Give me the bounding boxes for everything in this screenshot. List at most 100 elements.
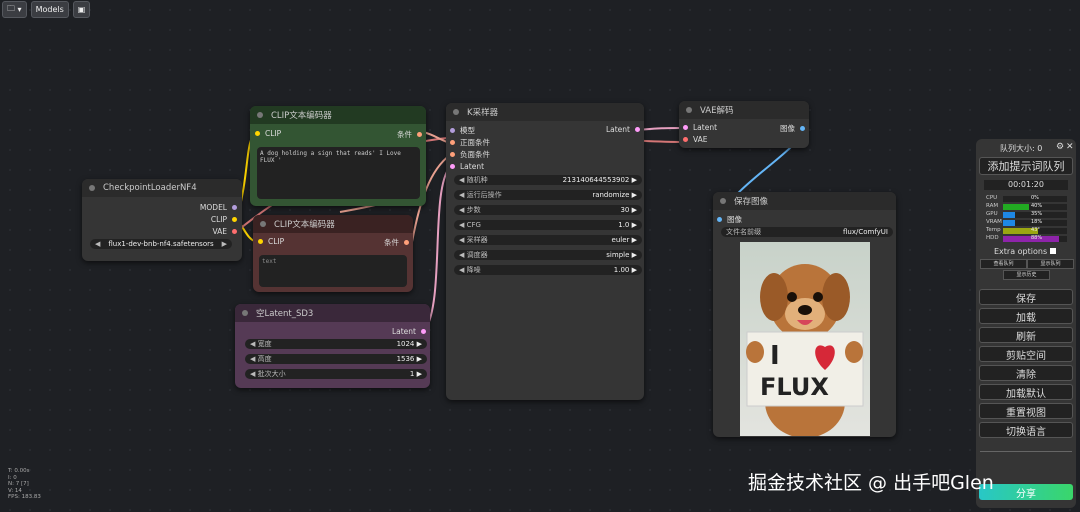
collapse-dot[interactable] (89, 185, 95, 191)
node-title: CLIP文本编码器 (274, 220, 335, 230)
node-title: 保存图像 (734, 197, 769, 207)
output-latent-label: Latent (391, 327, 416, 336)
stat-label-gpu: GPU (986, 211, 998, 217)
panel-divider (980, 451, 1072, 452)
prompt-textarea[interactable]: text (259, 255, 407, 287)
models-button[interactable]: Models (30, 1, 69, 18)
output-latent-pin[interactable] (421, 329, 426, 334)
refresh-button[interactable]: 刷新 (979, 327, 1073, 343)
view-queue-button[interactable]: 查看队列 (980, 259, 1027, 269)
render-stats: T: 0.00s I: 0 N: 7 [7] V: 14 FPS: 183.83 (8, 468, 41, 500)
output-clip-label: CLIP (210, 215, 227, 224)
stat-label-hdd: HDD (986, 235, 999, 241)
gpu-bar: 35% (1003, 211, 1067, 218)
output-image-pin[interactable] (800, 126, 805, 131)
input-negative-label: 负面条件 (460, 150, 490, 159)
folder-icon: 🗀 (7, 3, 15, 13)
extra-options-toggle[interactable]: Extra options (994, 247, 1056, 256)
output-latent-label: Latent (605, 125, 630, 134)
vram-bar: 18% (1003, 219, 1067, 226)
input-negative-pin[interactable] (450, 152, 455, 157)
input-vae-pin[interactable] (683, 137, 688, 142)
share-button[interactable]: 分享 (979, 484, 1073, 500)
input-positive-pin[interactable] (450, 140, 455, 145)
output-vae-pin[interactable] (232, 229, 237, 234)
sign-letter-i: I (770, 341, 780, 371)
output-conditioning-label: 条件 (397, 130, 412, 139)
clipspace-button[interactable]: 剪贴空间 (979, 346, 1073, 362)
checkpoint-loader-node[interactable]: CheckpointLoaderNF4 MODEL CLIP VAE ◀flux… (82, 179, 242, 261)
vae-decode-node[interactable]: VAE解码 Latent VAE 图像 (679, 101, 809, 148)
watermark-text: 掘金技术社区 @ 出手吧Glen (748, 472, 994, 494)
clear-button[interactable]: 清除 (979, 365, 1073, 381)
prompt-textarea[interactable]: A dog holding a sign that reads' I Love … (257, 147, 420, 199)
hdd-bar: 88% (1003, 235, 1067, 242)
input-clip-pin[interactable] (258, 239, 263, 244)
save-button[interactable]: 保存 (979, 289, 1073, 305)
input-latent-pin[interactable] (450, 164, 455, 169)
queue-prompt-button[interactable]: 添加提示词队列 (979, 157, 1073, 175)
output-vae-label: VAE (212, 227, 227, 236)
reset-view-button[interactable]: 重置视图 (979, 403, 1073, 419)
switch-language-button[interactable]: 切换语言 (979, 422, 1073, 438)
output-conditioning-pin[interactable] (404, 240, 409, 245)
close-icon[interactable]: ✕ (1066, 142, 1074, 152)
stat-label-temp: Temp (986, 227, 1001, 233)
output-conditioning-pin[interactable] (417, 132, 422, 137)
gear-icon[interactable]: ⚙ (1056, 142, 1065, 152)
clip-text-encode-negative-node[interactable]: CLIP文本编码器 CLIP 条件 text (253, 215, 413, 292)
load-button[interactable]: 加载 (979, 308, 1073, 324)
input-clip-pin[interactable] (255, 131, 260, 136)
input-vae-label: VAE (693, 135, 708, 144)
output-model-label: MODEL (199, 203, 227, 212)
input-samples-pin[interactable] (683, 125, 688, 130)
cpu-bar: 0% (1003, 195, 1067, 202)
floppy-icon: ▣ (77, 5, 86, 14)
input-images-pin[interactable] (717, 217, 722, 222)
queue-panel: 队列大小: 0 ⚙ ✕ 添加提示词队列 00:01:20 CPU 0% RAM … (976, 139, 1076, 508)
clip-text-encode-positive-node[interactable]: CLIP文本编码器 CLIP 条件 A dog holding a sign t… (250, 106, 426, 206)
load-default-button[interactable]: 加载默认 (979, 384, 1073, 400)
view-history-button[interactable]: 显示历史 (1003, 270, 1050, 280)
output-conditioning-label: 条件 (384, 238, 399, 247)
workflow-menu-button[interactable]: 🗀 ▾ (2, 1, 27, 18)
node-title: 空Latent_SD3 (256, 309, 314, 319)
show-queue-button[interactable]: 显示队列 (1027, 259, 1074, 269)
save-icon-button[interactable]: ▣ (72, 1, 91, 18)
node-title: K采样器 (467, 108, 499, 118)
output-latent-pin[interactable] (635, 127, 640, 132)
input-clip-label: CLIP (268, 237, 285, 246)
node-title: CLIP文本编码器 (271, 111, 332, 121)
ram-bar: 40% (1003, 203, 1067, 210)
node-title: VAE解码 (700, 106, 734, 116)
temp-bar: 43° (1003, 227, 1067, 234)
stat-label-ram: RAM (986, 203, 999, 209)
node-title: CheckpointLoaderNF4 (103, 183, 197, 193)
output-model-pin[interactable] (232, 205, 237, 210)
generated-image-preview[interactable]: I FLUX (740, 242, 870, 436)
ckpt-name-combo[interactable]: ◀flux1-dev-bnb-nf4.safetensors▶ (90, 239, 232, 249)
input-images-label: 图像 (727, 215, 742, 224)
output-image-label: 图像 (780, 124, 795, 133)
input-model-pin[interactable] (450, 128, 455, 133)
heart-icon (815, 345, 835, 370)
timer: 00:01:20 (984, 180, 1068, 190)
input-clip-label: CLIP (265, 129, 282, 138)
input-samples-label: Latent (693, 123, 718, 132)
output-clip-pin[interactable] (232, 217, 237, 222)
stat-label-vram: VRAM (986, 219, 1002, 225)
